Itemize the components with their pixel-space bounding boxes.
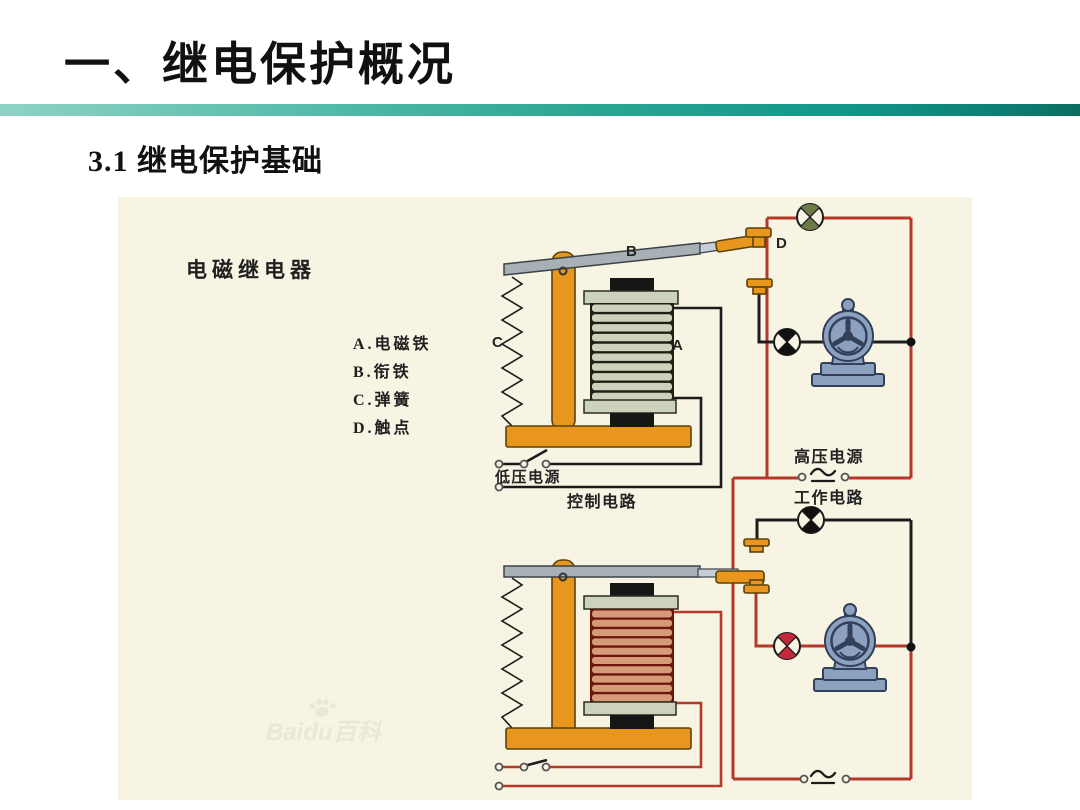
upper-working-circuit-wires	[733, 216, 916, 483]
legend-item-d: D.触点	[353, 418, 413, 437]
lower-relay	[500, 538, 770, 750]
baidu-watermark: Baidu百科	[266, 699, 383, 746]
part-label-a: A	[672, 337, 683, 354]
spring-stretched	[500, 577, 524, 729]
armature	[503, 238, 741, 276]
part-label-c: C	[492, 334, 503, 351]
ac-source-icon	[809, 467, 837, 483]
title-accent-bar	[0, 104, 1080, 116]
lower-control-circuit-wires	[494, 610, 723, 791]
lamp-icon	[797, 505, 825, 535]
spring	[500, 276, 524, 427]
ac-source-icon	[809, 769, 837, 785]
part-label-d: D	[776, 235, 787, 252]
section-subtitle: 3.1 继电保护基础	[88, 145, 323, 178]
relay-diagram-panel: 电磁继电器 A.电磁铁 B.衔铁 C.弹簧 D.触点 A B C D 低压电源 …	[118, 197, 972, 800]
high-voltage-source-label: 高压电源	[794, 447, 864, 466]
fixed-contact	[746, 278, 773, 295]
relay-base	[505, 727, 692, 750]
upper-control-circuit-wires	[494, 306, 723, 492]
paw-icon	[309, 699, 336, 717]
diagram-heading: 电磁继电器	[186, 258, 316, 282]
relay-coil-energized	[583, 583, 679, 729]
indicator-icon	[773, 327, 801, 357]
contact-d	[715, 227, 772, 253]
wire-junction-dot	[906, 642, 916, 652]
wire-junction-dot	[906, 337, 916, 347]
legend-item-a: A.电磁铁	[353, 334, 432, 353]
page-title: 一、继电保护概况	[64, 38, 456, 90]
legend-item-c: C.弹簧	[353, 390, 413, 409]
lower-fixed-contact	[743, 579, 770, 594]
control-circuit-label: 控制电路	[567, 492, 637, 511]
part-label-b: B	[626, 243, 637, 260]
legend-item-b: B.衔铁	[353, 362, 412, 381]
indicator-icon	[773, 631, 801, 661]
relay-diagram-illustration: 电磁继电器 A.电磁铁 B.衔铁 C.弹簧 D.触点 A B C D 低压电源 …	[186, 202, 916, 791]
armature	[503, 565, 739, 582]
pivot-post	[551, 559, 576, 739]
watermark-text: Baidu百科	[266, 719, 383, 746]
upper-relay	[500, 227, 773, 448]
lamp-icon	[796, 202, 824, 232]
switch-open-lever	[523, 448, 548, 465]
pivot-post	[551, 251, 576, 431]
working-circuit-label: 工作电路	[794, 488, 864, 507]
relay-base	[505, 425, 692, 448]
relay-coil-deenergized	[583, 278, 679, 427]
upper-fixed-contact	[743, 538, 770, 553]
low-voltage-source-label: 低压电源	[494, 468, 561, 486]
